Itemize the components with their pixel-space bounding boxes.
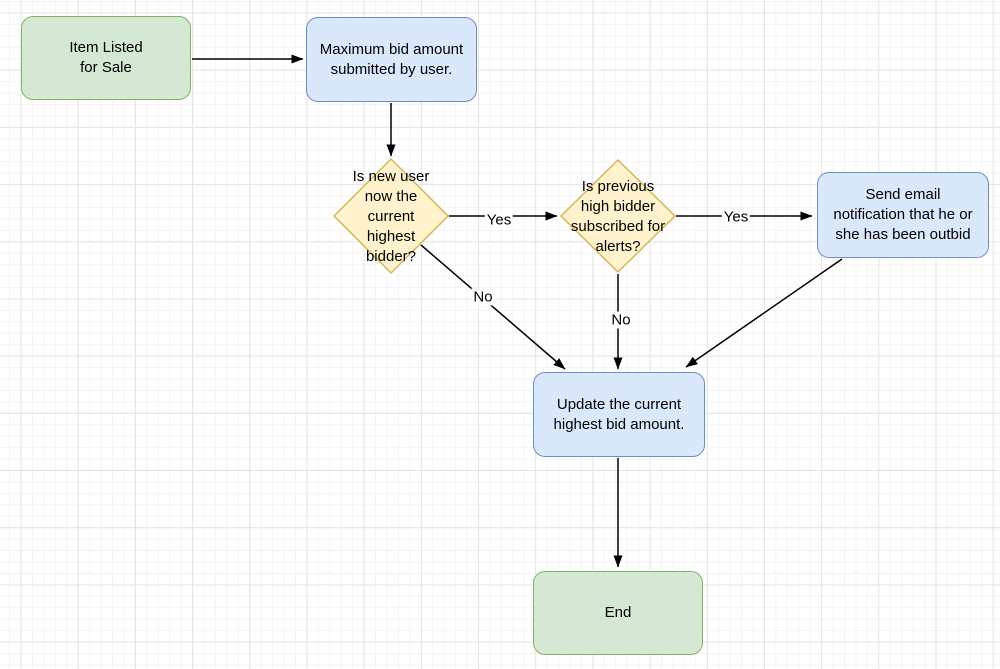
send-email-node[interactable]: Send email notification that he or she h… <box>817 172 989 258</box>
edge-send-email-to-update[interactable] <box>685 258 843 368</box>
edge-label-no-highest[interactable]: No <box>471 288 495 306</box>
end-node[interactable]: End <box>533 571 703 655</box>
edge-no-decision-highest-to-update[interactable] <box>420 244 566 370</box>
edge-label-yes-highest[interactable]: Yes <box>484 211 514 229</box>
decision-diamond-highest-bidder[interactable] <box>332 157 450 275</box>
end-node-label: End <box>604 604 632 621</box>
update-bid-node[interactable]: Update the current highest bid amount. <box>533 372 705 457</box>
max-bid-node-label: Maximum bid amount submitted by user. <box>319 40 464 78</box>
start-node[interactable]: Item Listed for Sale <box>21 16 191 100</box>
max-bid-node[interactable]: Maximum bid amount submitted by user. <box>306 17 477 102</box>
start-node-label: Item Listed for Sale <box>69 39 143 76</box>
edge-label-yes-subscribed[interactable]: Yes <box>721 208 751 226</box>
decision-diamond-subscribed-alerts[interactable] <box>559 158 677 274</box>
send-email-node-label: Send email notification that he or she h… <box>833 186 973 243</box>
edge-label-no-subscribed[interactable]: No <box>609 311 633 329</box>
update-bid-node-label: Update the current highest bid amount. <box>553 395 685 433</box>
